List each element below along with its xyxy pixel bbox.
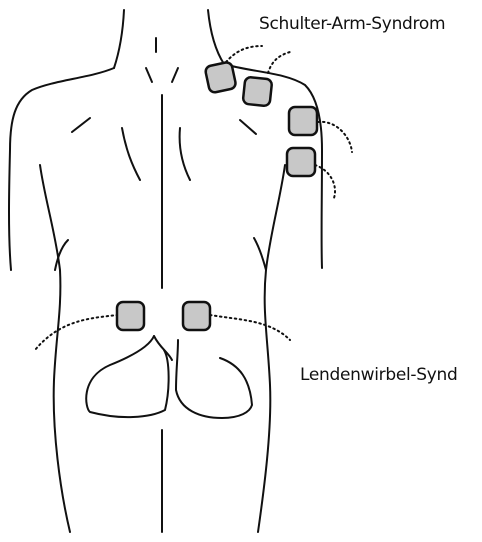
neck-left-line bbox=[114, 10, 124, 68]
right-torso-outline bbox=[258, 165, 285, 532]
electrode-pad-arm-2 bbox=[287, 148, 315, 176]
electrode-pad-lumbar-left bbox=[117, 302, 144, 330]
neck-tick-3 bbox=[172, 68, 178, 82]
electrode-pad-arm-1 bbox=[289, 107, 317, 135]
lead-wire-lumbar-left bbox=[35, 315, 118, 350]
right-back-muscle bbox=[180, 128, 190, 180]
electrode-pad-shoulder-2 bbox=[243, 77, 273, 107]
right-armpit-line bbox=[254, 238, 266, 270]
lead-wire-arm-2 bbox=[315, 165, 335, 198]
neck-right-line bbox=[208, 10, 224, 64]
neck-tick-2 bbox=[146, 68, 152, 82]
buttock-right bbox=[176, 340, 252, 418]
left-shoulder-outline bbox=[9, 68, 114, 270]
lead-wire-shoulder-2 bbox=[268, 52, 290, 73]
label-lumbar-syndrome: Lendenwirbel-Synd bbox=[300, 365, 457, 385]
buttock-cleft bbox=[154, 336, 172, 360]
lead-wire-lumbar-right bbox=[210, 315, 290, 340]
label-shoulder-arm-syndrome: Schulter-Arm-Syndrom bbox=[259, 14, 445, 34]
electrode-pad-shoulder-1 bbox=[205, 61, 237, 93]
lead-wire-shoulder-1 bbox=[226, 46, 262, 62]
left-torso-outline bbox=[40, 165, 70, 532]
lead-wire-arm-1 bbox=[318, 122, 352, 152]
left-back-muscle bbox=[122, 128, 140, 180]
right-scapula-mark bbox=[240, 120, 256, 134]
left-scapula-mark bbox=[72, 118, 90, 132]
electrode-pad-lumbar-right bbox=[183, 302, 210, 330]
buttock-left bbox=[86, 336, 168, 417]
